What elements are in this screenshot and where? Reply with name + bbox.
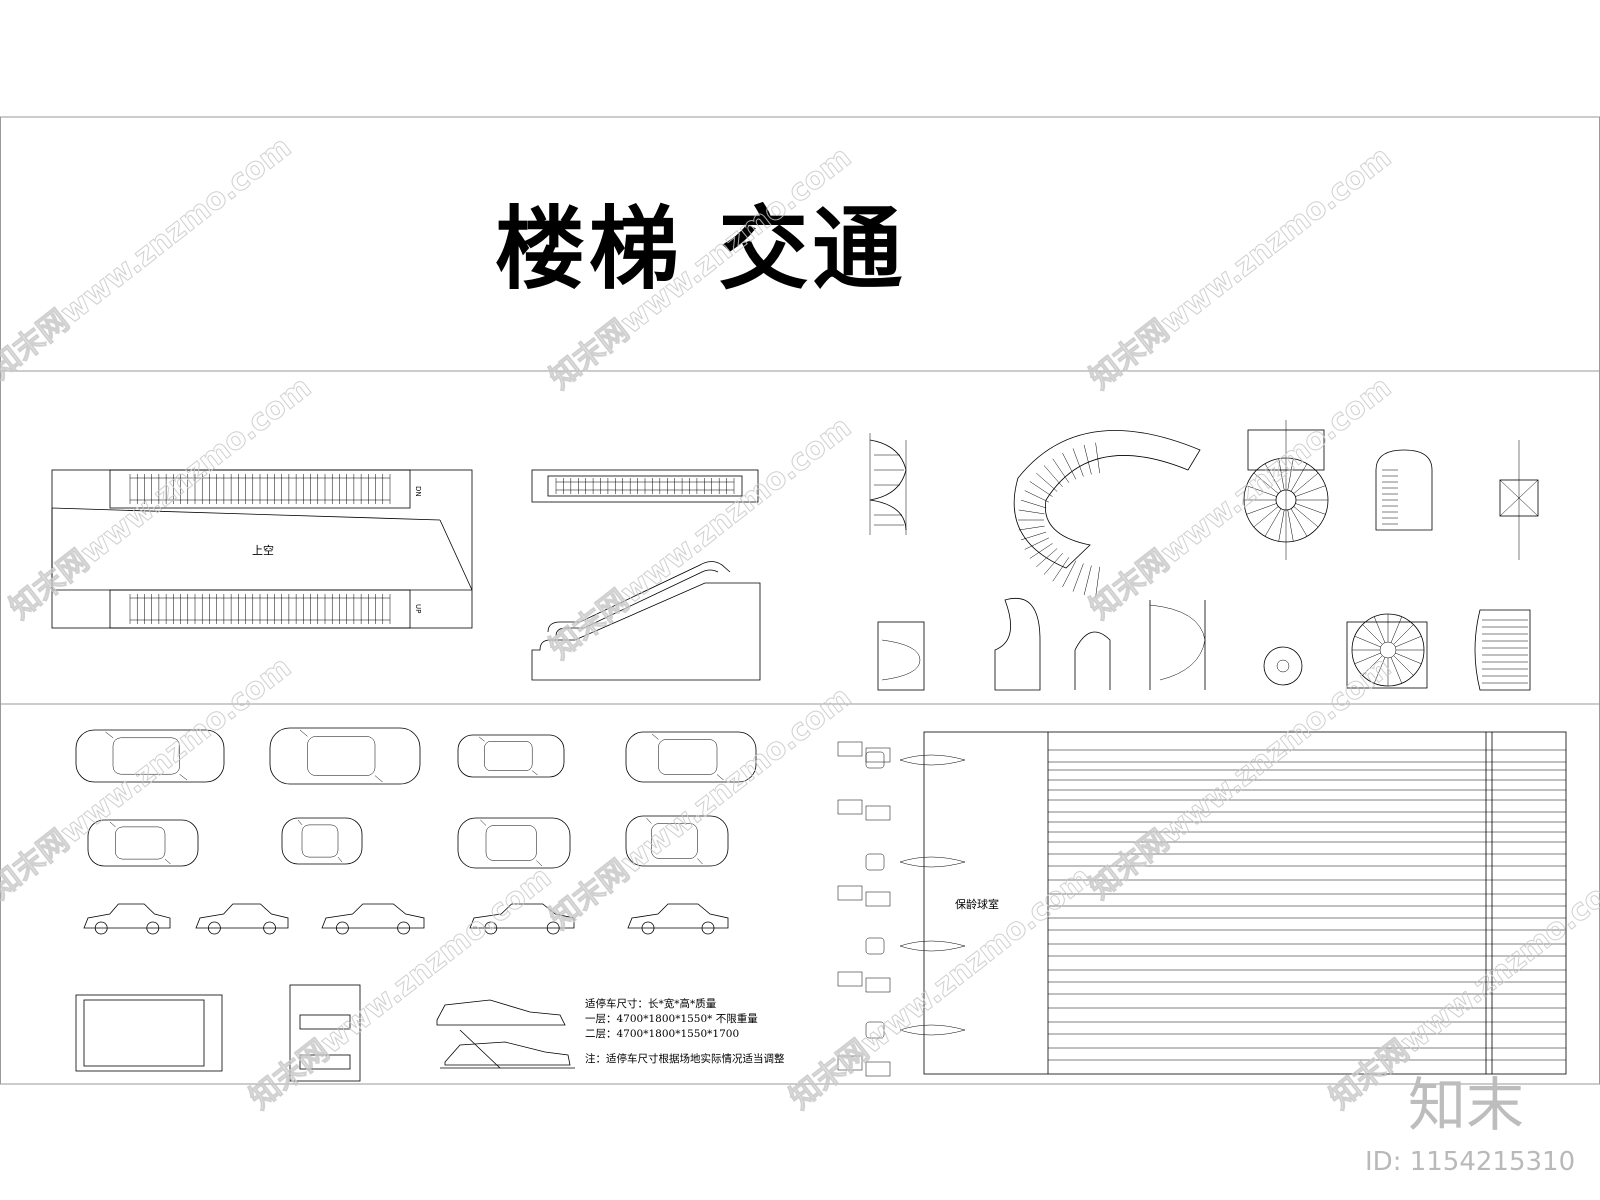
watermark-text: 知末网www.znzmo.com (1083, 370, 1398, 627)
parking-notes: 适停车尺寸：长*宽*高*质量 一层：4700*1800*1550* 不限重量 二… (585, 997, 785, 1065)
escalator-up-label: UP (414, 604, 422, 613)
watermark-text: 知末网www.znzmo.com (0, 130, 298, 387)
watermark-text: 知末网www.znzmo.com (0, 650, 298, 907)
watermark-text: 知末网www.znzmo.com (3, 370, 318, 627)
page-title: 楼梯 交通 (495, 197, 906, 302)
parking-notes-level1: 一层：4700*1800*1550* 不限重量 (585, 1012, 758, 1025)
car-elevations (83, 903, 729, 935)
spiral-stairs-bottom (877, 598, 1531, 691)
escalator-down-label: DN (414, 486, 422, 497)
watermark-text: 知末网www.znzmo.com (1083, 650, 1398, 907)
watermark-id: ID: 1154215310 (1365, 1147, 1575, 1177)
escalator-plan: 上空 DN UP (51, 469, 473, 629)
escalator-void-label: 上空 (252, 543, 274, 557)
car-plans (75, 727, 757, 869)
watermark-text: 知末网www.znzmo.com (783, 860, 1098, 1117)
bowling-room-label: 保龄球室 (955, 897, 999, 911)
escalator-section (531, 469, 761, 681)
watermark-brand: 知末 (1408, 1071, 1524, 1139)
parking-notes-heading: 适停车尺寸：长*宽*高*质量 (585, 997, 717, 1010)
parking-lifts (75, 984, 575, 1082)
bowling-room: 保龄球室 (837, 731, 1567, 1077)
spiral-stairs-top (869, 420, 1539, 598)
parking-notes-level2: 二层：4700*1800*1550*1700 (585, 1028, 739, 1040)
watermark-text: 知末网www.znzmo.com (543, 680, 858, 937)
watermark-text: 知末网www.znzmo.com (543, 410, 858, 667)
parking-notes-remark: 注：适停车尺寸根据场地实际情况适当调整 (585, 1052, 785, 1065)
watermark-text: 知末网www.znzmo.com (243, 860, 558, 1117)
watermark-text: 知末网www.znzmo.com (1083, 140, 1398, 397)
